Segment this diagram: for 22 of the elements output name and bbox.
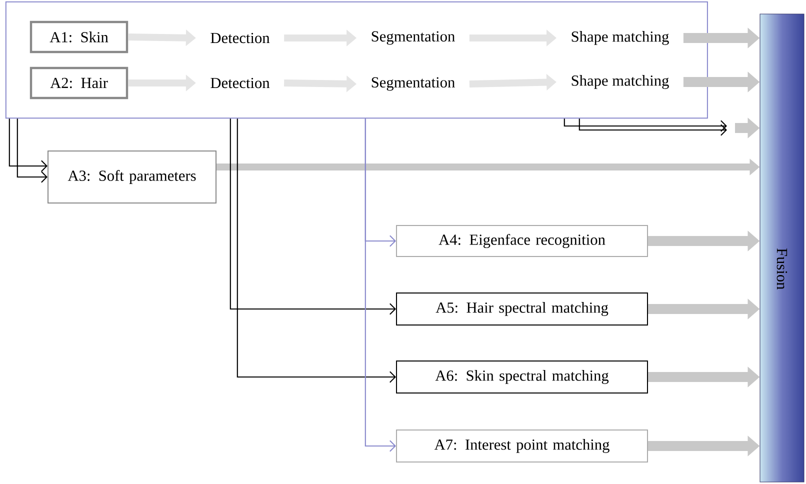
process-box: A3: Soft parameters xyxy=(48,150,216,204)
group-frame xyxy=(5,1,708,119)
step-label: Segmentation xyxy=(372,77,455,91)
connector-arrow xyxy=(230,118,396,315)
input-box: A1: Skin xyxy=(30,20,128,54)
connector-arrow xyxy=(364,118,396,452)
fusion-bar: Fusion xyxy=(760,14,804,482)
step-label: Shape matching xyxy=(572,31,669,45)
step-label: Detection xyxy=(210,78,270,88)
process-box: A6: Skin spectral matching xyxy=(396,360,648,394)
process-box: A4: Eigenface recognition xyxy=(396,225,648,257)
process-box: A5: Hair spectral matching xyxy=(396,292,648,326)
connector-arrow xyxy=(16,118,48,183)
process-box: A7: Interest point matching xyxy=(396,430,648,462)
step-label: Detection xyxy=(210,32,270,44)
input-box: A2: Hair xyxy=(30,66,128,100)
connector-arrow xyxy=(578,118,727,136)
connector-arrow xyxy=(564,118,727,132)
step-label: Segmentation xyxy=(372,31,455,45)
connector-arrow xyxy=(236,118,396,383)
step-label: Shape matching xyxy=(572,75,669,89)
connector-arrow xyxy=(8,118,48,172)
